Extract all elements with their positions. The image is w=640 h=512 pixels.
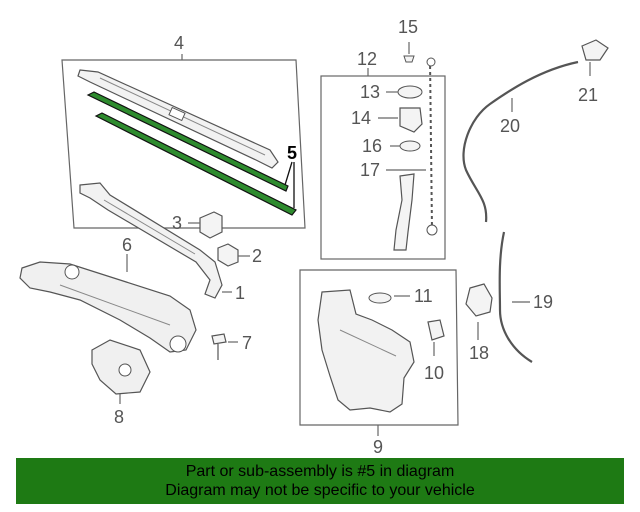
level-gauge <box>429 59 433 231</box>
clip-15 <box>403 55 415 63</box>
callout-9: 9 <box>373 437 384 457</box>
callout-11: 11 <box>414 286 433 306</box>
wiper-arm <box>79 182 223 299</box>
callout-3: 3 <box>172 213 183 233</box>
grommet <box>368 292 392 304</box>
nut <box>217 243 239 267</box>
group-box-12 <box>320 75 446 260</box>
callout-13: 13 <box>360 82 381 102</box>
callout-4: 4 <box>174 33 185 53</box>
arm-cap <box>199 211 223 239</box>
wiper-linkage <box>19 261 197 353</box>
callout-18: 18 <box>469 343 490 363</box>
callout-16: 16 <box>362 136 383 156</box>
reservoir-cap <box>397 85 423 99</box>
callout-7: 7 <box>242 333 253 353</box>
callout-21: 21 <box>578 85 599 105</box>
blade-refill-lower <box>94 112 297 216</box>
washer-hose-20 <box>462 60 579 223</box>
callout-12: 12 <box>357 49 378 69</box>
callout-6: 6 <box>122 235 133 255</box>
bolt <box>211 333 227 360</box>
group-box-9 <box>299 269 459 426</box>
callout-8: 8 <box>114 407 125 427</box>
callout-14: 14 <box>351 108 372 128</box>
callout-10: 10 <box>424 363 445 383</box>
washer-pump <box>427 319 445 341</box>
info-banner: Part or sub-assembly is #5 in diagram Di… <box>16 458 624 504</box>
filler-neck-cap <box>399 107 423 133</box>
group-box-4 <box>61 59 306 229</box>
banner-line-1: Part or sub-assembly is #5 in diagram <box>185 463 455 480</box>
hose-connector <box>581 39 609 61</box>
callout-2: 2 <box>252 246 263 266</box>
callout-20: 20 <box>500 116 521 136</box>
callout-17: 17 <box>360 160 381 180</box>
callout-5: 5 <box>287 143 298 163</box>
callout-15: 15 <box>398 17 419 37</box>
seal-ring <box>399 140 421 152</box>
callout-1: 1 <box>235 283 246 303</box>
callout-19: 19 <box>533 292 554 312</box>
washer-nozzle <box>465 283 493 317</box>
banner-line-2: Diagram may not be specific to your vehi… <box>165 482 475 499</box>
blade-refill-upper <box>86 91 289 192</box>
filler-tube <box>393 173 415 251</box>
washer-hose-19 <box>498 231 533 363</box>
washer-reservoir <box>317 289 415 413</box>
